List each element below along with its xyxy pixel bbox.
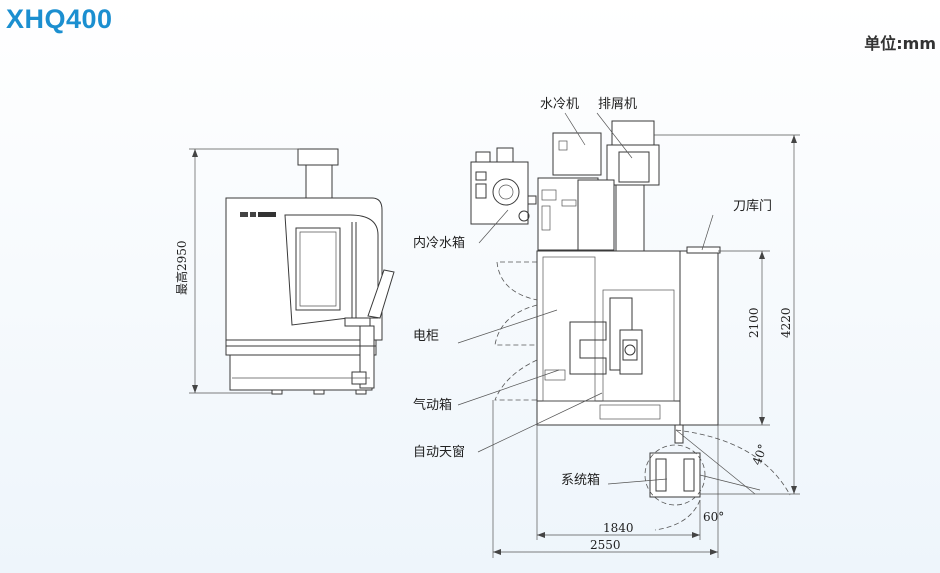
angle-40-label: 40° xyxy=(750,442,770,467)
dim-1840-label: 1840 xyxy=(603,521,634,535)
dim-2550-label: 2550 xyxy=(590,538,621,552)
top-view xyxy=(470,120,721,498)
dims-top-view xyxy=(492,134,800,558)
auto-skylight-label: 自动天窗 xyxy=(413,444,465,460)
leader-lines xyxy=(457,112,714,485)
dim-4220-label: 4220 xyxy=(779,307,793,338)
swing-arcs xyxy=(494,261,791,531)
water-chiller-label: 水冷机 xyxy=(540,97,579,112)
dim-max-height: 最高2950 xyxy=(174,148,300,394)
system-box-label: 系统箱 xyxy=(561,472,600,488)
pneumatic-box-label: 气动箱 xyxy=(413,397,452,413)
max-height-label: 最高2950 xyxy=(174,240,189,295)
tool-door-label: 刀库门 xyxy=(733,198,772,214)
dim-2100-label: 2100 xyxy=(747,307,761,338)
inner-coolant-tank-label: 内冷水箱 xyxy=(413,235,465,251)
electric-cabinet-label: 电柜 xyxy=(413,329,439,344)
angle-60-label: 60° xyxy=(703,510,724,524)
front-view xyxy=(225,148,395,395)
chip-conveyor-label: 排屑机 xyxy=(598,97,637,112)
unit-label: 单位:mm xyxy=(864,34,936,53)
page-title: XHQ400 xyxy=(6,4,113,34)
